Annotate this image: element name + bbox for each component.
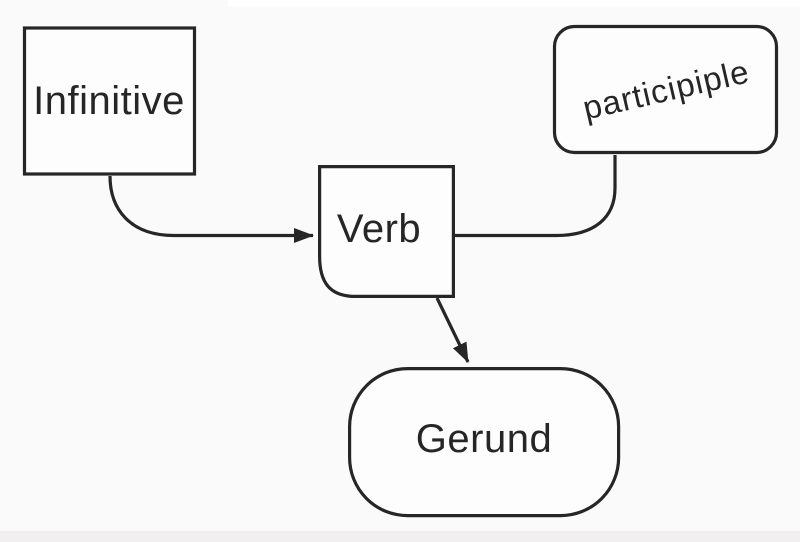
gerund-box xyxy=(348,367,621,518)
infinitive-box xyxy=(22,26,197,176)
verb-box xyxy=(318,165,455,298)
node-gerund: Gerund xyxy=(348,367,621,518)
edge-participle-to-verb xyxy=(455,155,617,238)
participle-box xyxy=(552,24,779,155)
node-participle: participiple xyxy=(552,24,779,155)
bottom-shadow-strip xyxy=(0,531,800,542)
node-infinitive: Infinitive xyxy=(22,26,197,176)
edge-verb-to-gerund xyxy=(435,297,470,363)
top-highlight-strip xyxy=(228,0,800,7)
edges xyxy=(108,155,617,363)
infinitive-label: Infinitive xyxy=(33,79,185,123)
gerund-label: Gerund xyxy=(416,417,552,461)
node-verb: Verb xyxy=(318,165,455,298)
edge-infinitive-to-verb xyxy=(108,175,314,243)
verb-label: Verb xyxy=(337,207,421,251)
